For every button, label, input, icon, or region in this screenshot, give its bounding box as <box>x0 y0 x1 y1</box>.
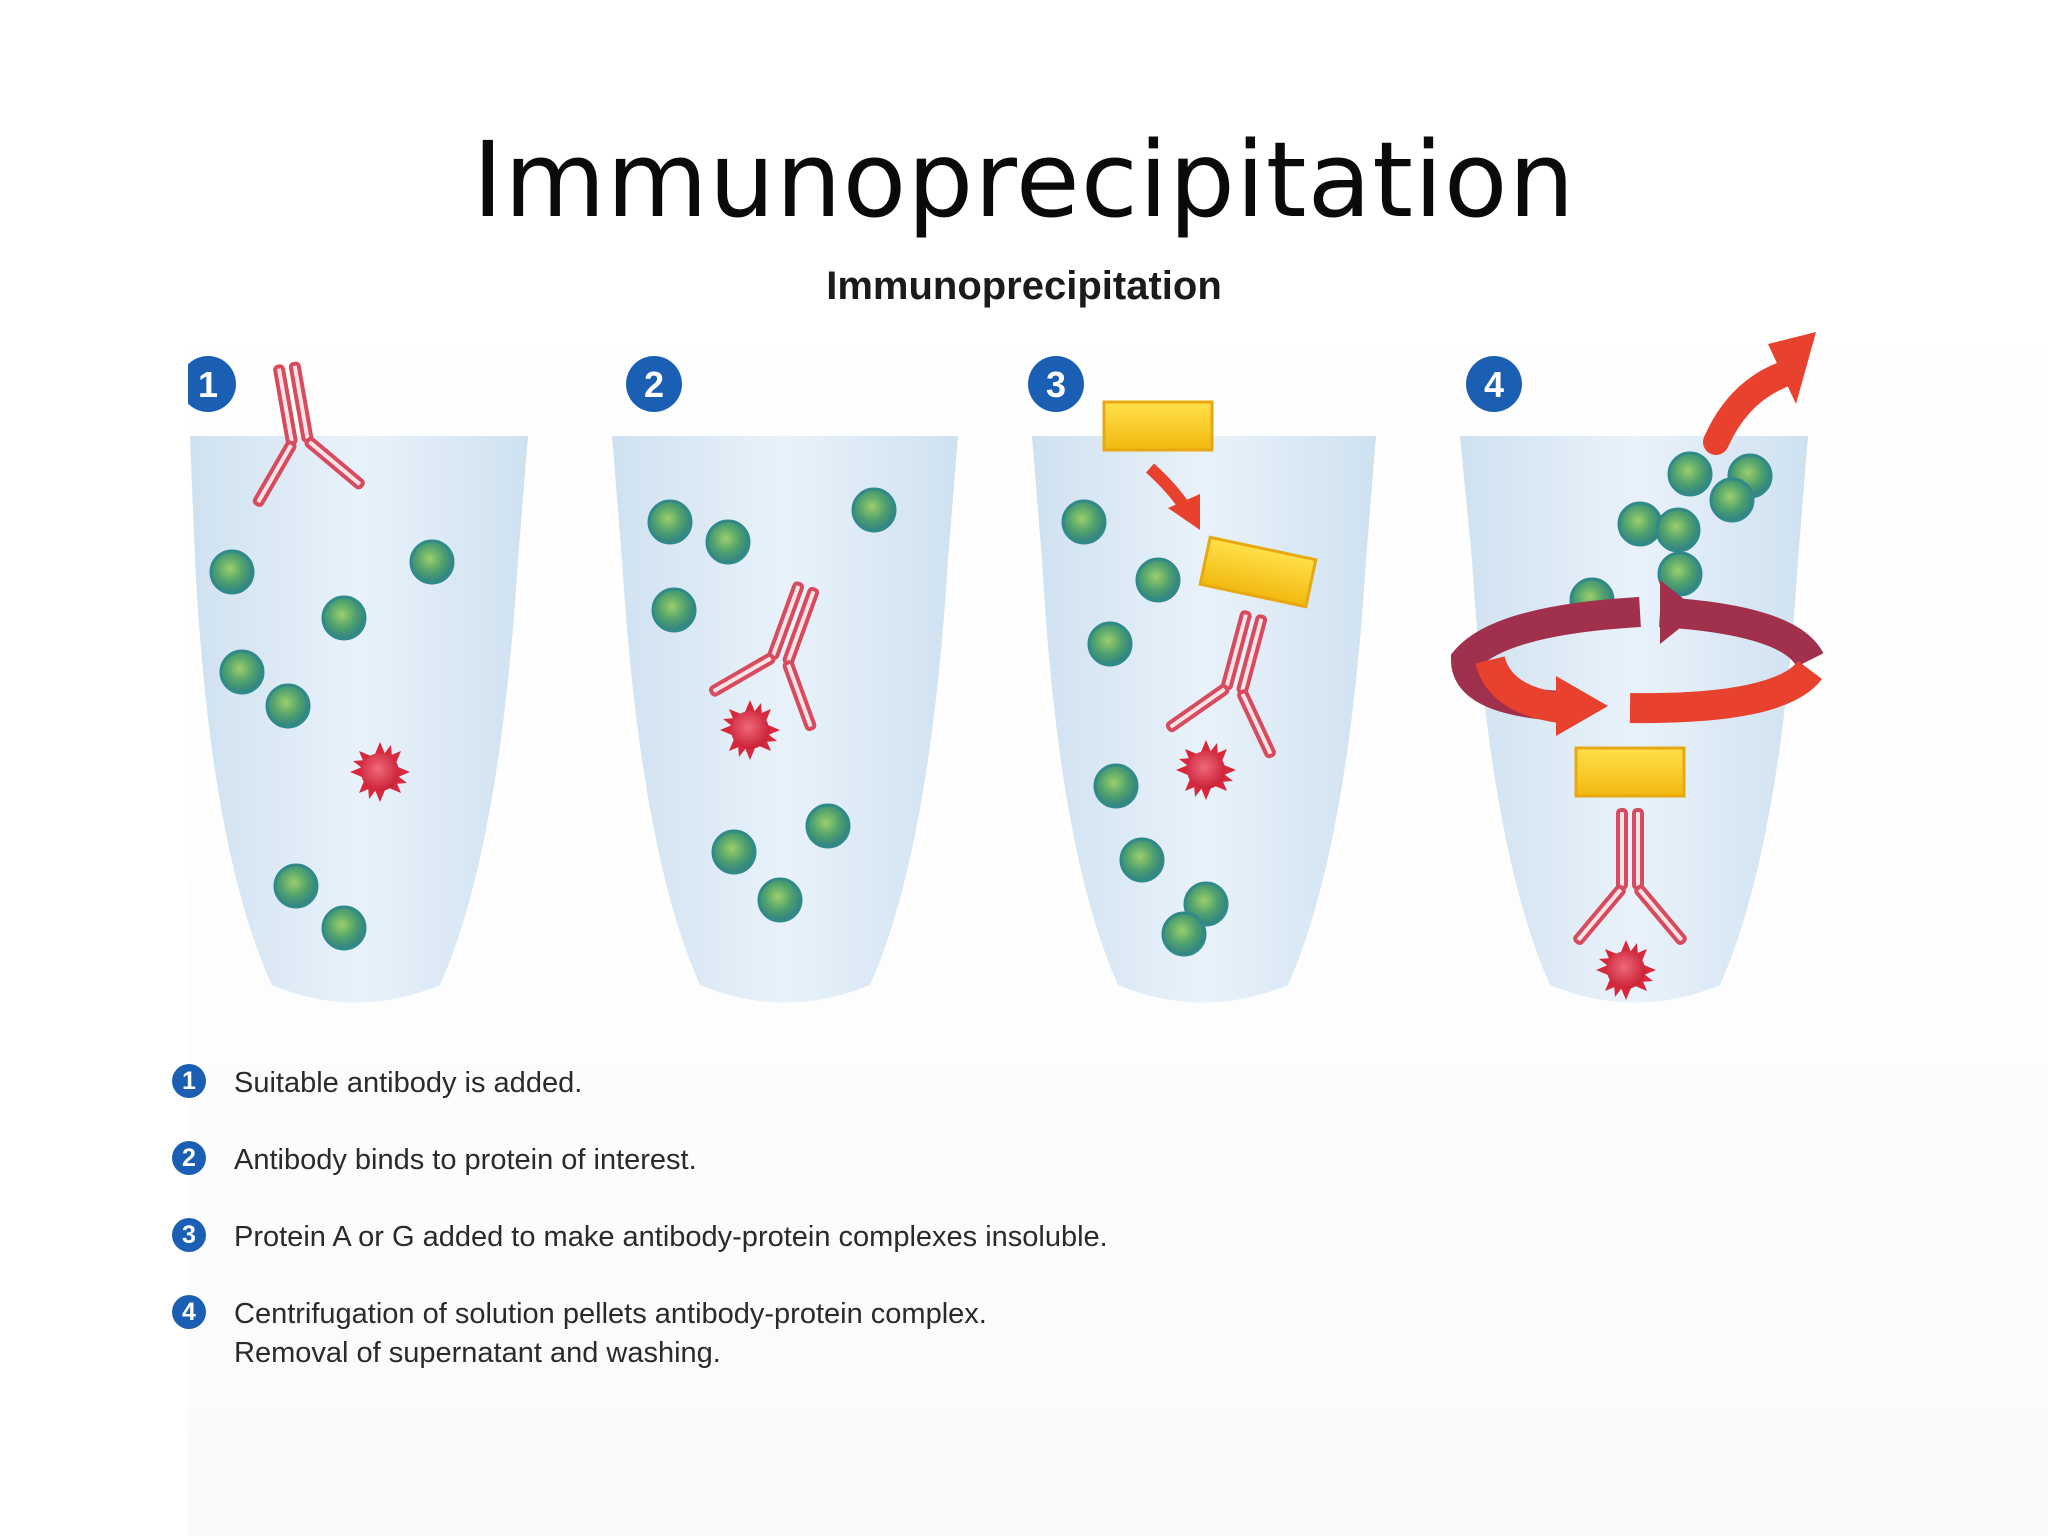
target-protein-icon <box>720 700 780 760</box>
protein-bead-icon <box>321 905 367 951</box>
tube-2 <box>612 436 958 1003</box>
protein-bead-icon <box>805 803 851 849</box>
arrow-icon <box>1145 463 1200 530</box>
protein-bead-icon <box>1709 477 1755 523</box>
protein-ag-block-icon <box>1198 535 1318 609</box>
protein-bead-icon <box>1135 557 1181 603</box>
legend-item-3: 3 Protein A or G added to make antibody-… <box>172 1218 1108 1257</box>
step-badge-1: 1 <box>180 352 236 416</box>
legend-item-4: 4 Centrifugation of solution pellets ant… <box>172 1295 987 1373</box>
protein-bead-icon <box>651 587 697 633</box>
protein-ag-block-icon <box>1574 746 1686 798</box>
legend-badge-3: 3 <box>172 1218 206 1252</box>
legend-text-4b: Removal of supernatant and washing. <box>234 1337 721 1369</box>
step-badge-3: 3 <box>1028 356 1084 412</box>
legend-item-2: 2 Antibody binds to protein of interest. <box>172 1141 697 1180</box>
protein-bead-icon <box>409 539 455 585</box>
protein-bead-icon <box>1061 499 1107 545</box>
step-number-3: 3 <box>1046 364 1066 405</box>
protein-ag-block-icon <box>1102 400 1214 452</box>
protein-bead-icon <box>647 499 693 545</box>
protein-bead-icon <box>1667 451 1713 497</box>
legend-text-4a: Centrifugation of solution pellets antib… <box>234 1298 987 1330</box>
legend-badge-1: 1 <box>172 1064 206 1098</box>
target-protein-icon <box>1176 740 1236 800</box>
target-protein-icon <box>350 742 410 802</box>
protein-bead-icon <box>1655 507 1701 553</box>
rotation-arrow-icon <box>1450 580 1824 736</box>
protein-bead-icon <box>711 829 757 875</box>
step-badge-4: 4 <box>1466 356 1522 412</box>
step-number-1: 1 <box>198 364 218 405</box>
figure-title: Immunoprecipitation <box>826 264 1222 308</box>
protein-bead-icon <box>757 877 803 923</box>
protein-bead-icon <box>1087 621 1133 667</box>
legend-item-1: 1 Suitable antibody is added. <box>172 1064 583 1103</box>
step-number-2: 2 <box>644 364 664 405</box>
legend-text-1: Suitable antibody is added. <box>234 1067 583 1099</box>
step-badge-2: 2 <box>626 356 682 412</box>
protein-bead-icon <box>219 649 265 695</box>
protein-bead-icon <box>1093 763 1139 809</box>
protein-bead-icon <box>321 595 367 641</box>
protein-bead-icon <box>265 683 311 729</box>
target-protein-icon <box>1596 940 1656 1000</box>
protein-bead-icon <box>705 519 751 565</box>
protein-bead-icon <box>209 549 255 595</box>
legend-badge-4: 4 <box>172 1295 206 1329</box>
exit-arrow-icon <box>1703 332 1816 455</box>
step-number-4: 4 <box>1484 364 1504 405</box>
protein-bead-icon <box>1617 501 1663 547</box>
protein-bead-icon <box>1161 911 1207 957</box>
legend-text-3: Protein A or G added to make antibody-pr… <box>234 1221 1108 1253</box>
protein-bead-icon <box>851 487 897 533</box>
protein-bead-icon <box>1119 837 1165 883</box>
legend-badge-2: 2 <box>172 1141 206 1175</box>
slide-title: Immunoprecipitation <box>472 119 1576 241</box>
protein-bead-icon <box>273 863 319 909</box>
legend-text-2: Antibody binds to protein of interest. <box>234 1144 697 1176</box>
